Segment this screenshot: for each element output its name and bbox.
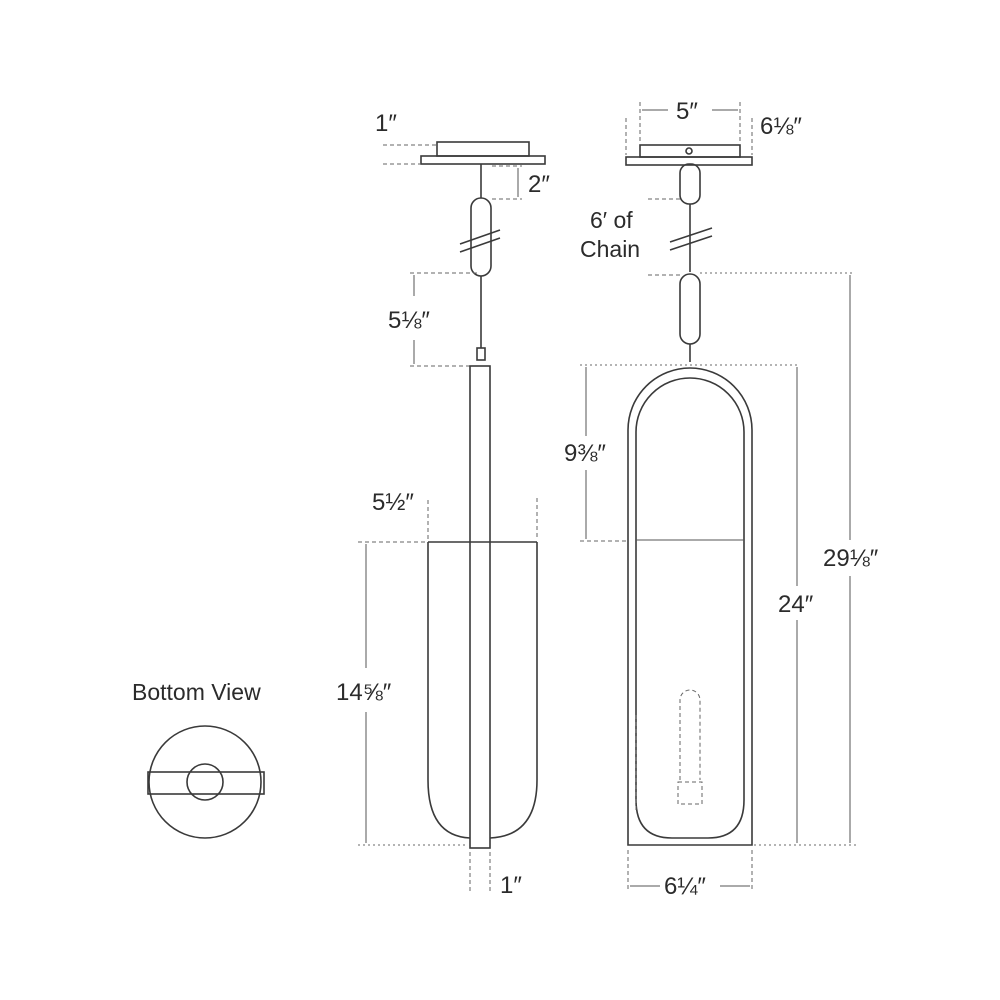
- break-mark: [459, 237, 501, 253]
- side-shade-left: [427, 542, 471, 839]
- dim-rod-width: 1″: [500, 872, 522, 899]
- side-view: 1″ 2″ 5⅛″ 5½″ 14⅝″: [336, 110, 550, 899]
- dim-shade-height: 14⅝″: [336, 679, 392, 706]
- dim-canopy-height: 1″: [375, 110, 397, 137]
- chain-label-line2: Chain: [580, 236, 640, 262]
- side-shade-right: [489, 542, 538, 839]
- side-canopy-top: [436, 141, 530, 157]
- bottom-view-bar: [147, 771, 265, 795]
- dim-body-height: 24″: [778, 591, 814, 618]
- front-chain-link: [679, 273, 701, 345]
- chain-label-line1: 6′ of: [590, 207, 633, 233]
- break-mark: [669, 227, 713, 243]
- dim-side-width: 5½″: [372, 489, 414, 516]
- dim-overall-height: 29⅛″: [823, 545, 879, 572]
- bottom-view-label: Bottom View: [132, 679, 261, 705]
- bulb-icon: [679, 689, 701, 780]
- side-rod-cap: [476, 347, 486, 361]
- break-mark: [459, 229, 501, 245]
- bottom-view-inner-circle: [186, 763, 224, 801]
- canopy-screw-icon: [685, 147, 693, 155]
- side-canopy-plate: [420, 155, 546, 165]
- break-mark: [669, 235, 713, 251]
- front-body-frame: [627, 367, 753, 846]
- bottom-view: Bottom View: [132, 679, 265, 839]
- front-view: 5″ 6⅛″ 6′ of Chain 9⅜″ 24″: [564, 98, 879, 900]
- side-rod: [469, 365, 491, 849]
- dim-canopy-depth: 6⅛″: [760, 113, 802, 140]
- dim-loop-height: 9⅜″: [564, 440, 606, 467]
- bottom-view-outer-circle: [148, 725, 262, 839]
- dim-canopy-width: 5″: [676, 98, 698, 125]
- front-chain-link: [679, 163, 701, 205]
- front-canopy-top: [639, 144, 741, 158]
- front-canopy-plate: [625, 156, 753, 166]
- dim-body-width: 6¼″: [664, 873, 706, 900]
- dim-canopy-gap: 2″: [528, 171, 550, 198]
- front-glass: [635, 377, 745, 839]
- socket-icon: [677, 781, 703, 805]
- dim-rod-top: 5⅛″: [388, 307, 430, 334]
